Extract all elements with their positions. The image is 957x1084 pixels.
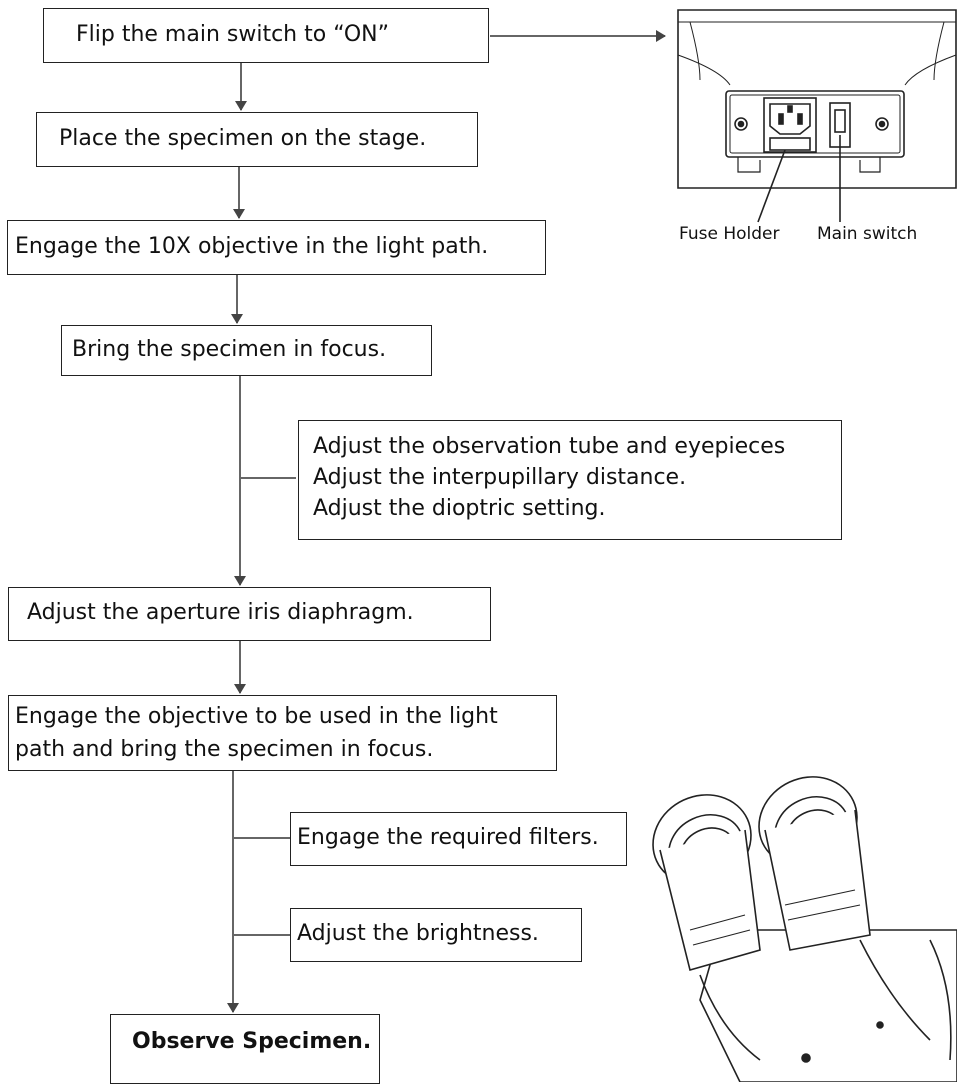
step-focus: Bring the specimen in focus. — [61, 325, 432, 376]
step-switch-on: Flip the main switch to “ON” — [43, 8, 489, 63]
step-switch-on-text: Flip the main switch to “ON” — [76, 22, 389, 47]
step-engage-10x: Engage the 10X objective in the light pa… — [7, 220, 546, 275]
step-adjust-brightness: Adjust the brightness. — [290, 908, 582, 962]
step-place-specimen-text: Place the specimen on the stage. — [59, 126, 427, 151]
step-adjust-aperture-text: Adjust the aperture iris diaphragm. — [27, 600, 414, 625]
step-engage-objective-line2: path and bring the specimen in focus. — [15, 737, 434, 762]
step-focus-text: Bring the specimen in focus. — [72, 337, 387, 362]
step-adjust-eyepieces: Adjust the observation tube and eyepiece… — [298, 420, 842, 540]
power-panel-illustration — [677, 9, 957, 223]
step-engage-filters: Engage the required filters. — [290, 812, 627, 866]
step-adjust-brightness-text: Adjust the brightness. — [297, 921, 539, 946]
step-engage-objective-line1: Engage the objective to be used in the l… — [15, 704, 498, 729]
step-engage-objective: Engage the objective to be used in the l… — [8, 695, 557, 771]
step-adjust-ipd-text: Adjust the interpupillary distance. — [313, 465, 687, 490]
label-fuse-holder: Fuse Holder — [679, 224, 780, 244]
step-adjust-tube-text: Adjust the observation tube and eyepiece… — [313, 434, 786, 459]
step-adjust-aperture: Adjust the aperture iris diaphragm. — [8, 587, 491, 641]
step-observe-text: Observe Specimen. — [132, 1029, 372, 1054]
step-place-specimen: Place the specimen on the stage. — [36, 112, 478, 167]
step-adjust-dioptric-text: Adjust the dioptric setting. — [313, 496, 606, 521]
microscope-head-illustration — [652, 776, 957, 1082]
step-engage-filters-text: Engage the required filters. — [297, 825, 599, 850]
step-observe: Observe Specimen. — [110, 1014, 380, 1084]
step-engage-10x-text: Engage the 10X objective in the light pa… — [15, 234, 489, 259]
label-main-switch: Main switch — [817, 224, 918, 244]
